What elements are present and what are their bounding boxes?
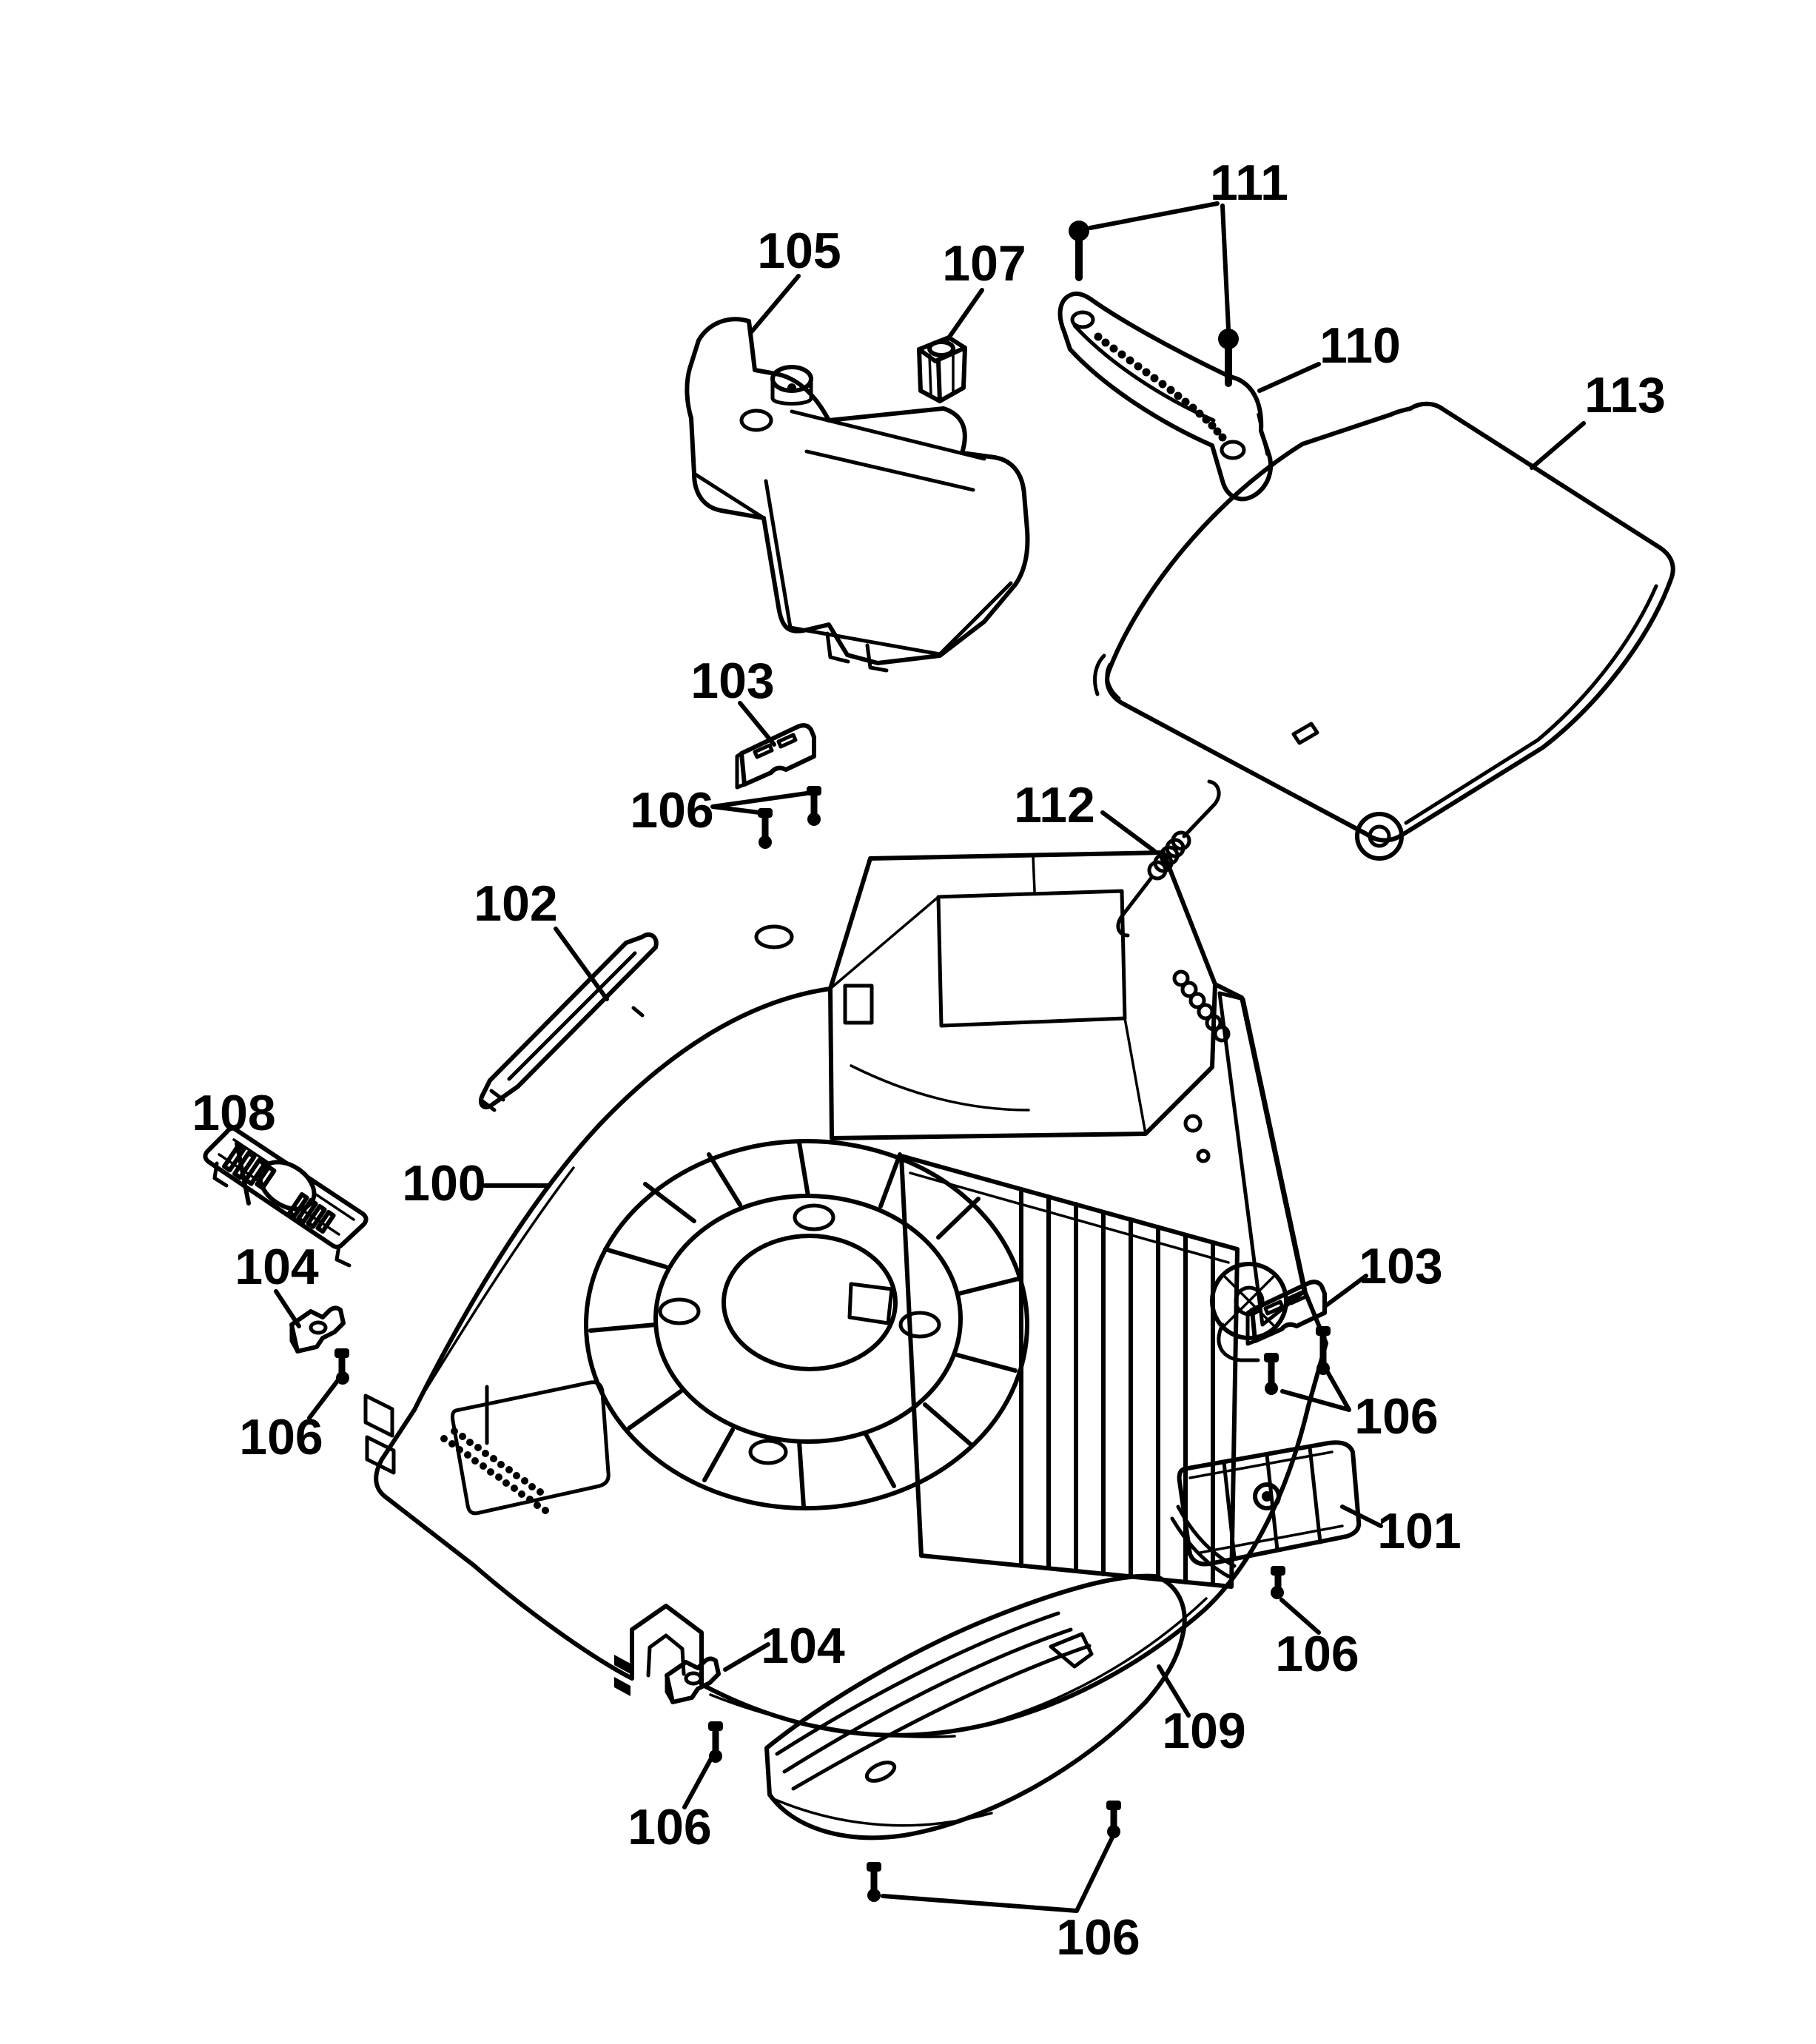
part-label-108: 108 bbox=[192, 1085, 275, 1141]
part-label-100: 100 bbox=[402, 1155, 485, 1211]
screw-106-under-101 bbox=[1271, 1566, 1285, 1599]
part-105-rear-bracket bbox=[685, 317, 1030, 673]
screw-106-upper-left-a bbox=[758, 808, 773, 849]
part-label-106-front-left: 106 bbox=[628, 1799, 711, 1855]
part-label-103-lower: 103 bbox=[1359, 1238, 1442, 1294]
part-102-trim-rail bbox=[478, 932, 659, 1112]
part-label-104-left: 104 bbox=[235, 1239, 319, 1295]
part-109-front-bumper bbox=[764, 1573, 1187, 1840]
chute-slats bbox=[1019, 1187, 1215, 1587]
screw-106-front-left bbox=[708, 1721, 723, 1763]
part-100-deck-housing bbox=[363, 850, 1328, 1738]
part-label-105: 105 bbox=[757, 223, 841, 279]
part-label-102: 102 bbox=[474, 875, 557, 932]
part-label-110: 110 bbox=[1319, 317, 1401, 374]
part-label-103-upper: 103 bbox=[690, 653, 774, 709]
ring-ribs bbox=[588, 1140, 1020, 1509]
part-112-tension-spring bbox=[1116, 779, 1221, 938]
tread-dots bbox=[440, 1428, 549, 1514]
part-label-111: 111 bbox=[1210, 155, 1288, 211]
part-label-109: 109 bbox=[1162, 1703, 1245, 1759]
part-label-104-bottom: 104 bbox=[761, 1618, 845, 1674]
part-label-112: 112 bbox=[1014, 777, 1095, 833]
part-113-rear-flap-cover bbox=[1093, 401, 1675, 861]
screw-106-upper-left-b bbox=[807, 786, 821, 826]
part-101-insert-grate bbox=[1170, 1440, 1362, 1579]
part-label-106-right: 106 bbox=[1354, 1388, 1438, 1445]
part-label-113: 113 bbox=[1584, 367, 1666, 423]
leader-lines bbox=[235, 201, 1586, 1913]
part-103-latch-clip-upper bbox=[735, 723, 816, 790]
deck-coil-spring bbox=[1172, 969, 1231, 1043]
screw-106-right-b bbox=[1264, 1353, 1279, 1395]
part-label-106-left: 106 bbox=[239, 1409, 323, 1465]
part-label-106-upper: 106 bbox=[630, 782, 713, 838]
rivet-dots bbox=[1094, 332, 1227, 442]
part-104-clamp-clip-bottom bbox=[665, 1656, 721, 1704]
part-103-latch-clip-lower bbox=[1245, 1280, 1327, 1346]
part-label-101: 101 bbox=[1377, 1503, 1461, 1559]
part-106-screws bbox=[334, 786, 1331, 1902]
part-104-clamp-clip-left bbox=[289, 1305, 346, 1354]
screw-106-bottom-right bbox=[1106, 1801, 1121, 1838]
part-108-brand-badge bbox=[203, 1126, 369, 1268]
part-107-spacer-block bbox=[917, 335, 967, 403]
screw-106-bottom-left bbox=[867, 1862, 881, 1902]
screw-106-right-a bbox=[1316, 1326, 1331, 1375]
part-110-handle-bracket bbox=[1057, 291, 1274, 502]
part-label-107: 107 bbox=[942, 235, 1026, 292]
part-label-106-bottom: 106 bbox=[1056, 1909, 1140, 1966]
part-number-callouts: 111 105 107 110 113 103 106 112 102 108 … bbox=[192, 155, 1666, 1966]
part-label-106-under-101: 106 bbox=[1275, 1626, 1359, 1682]
part-111-screws bbox=[1069, 221, 1239, 387]
badge-lettering-blobs bbox=[221, 1143, 336, 1234]
